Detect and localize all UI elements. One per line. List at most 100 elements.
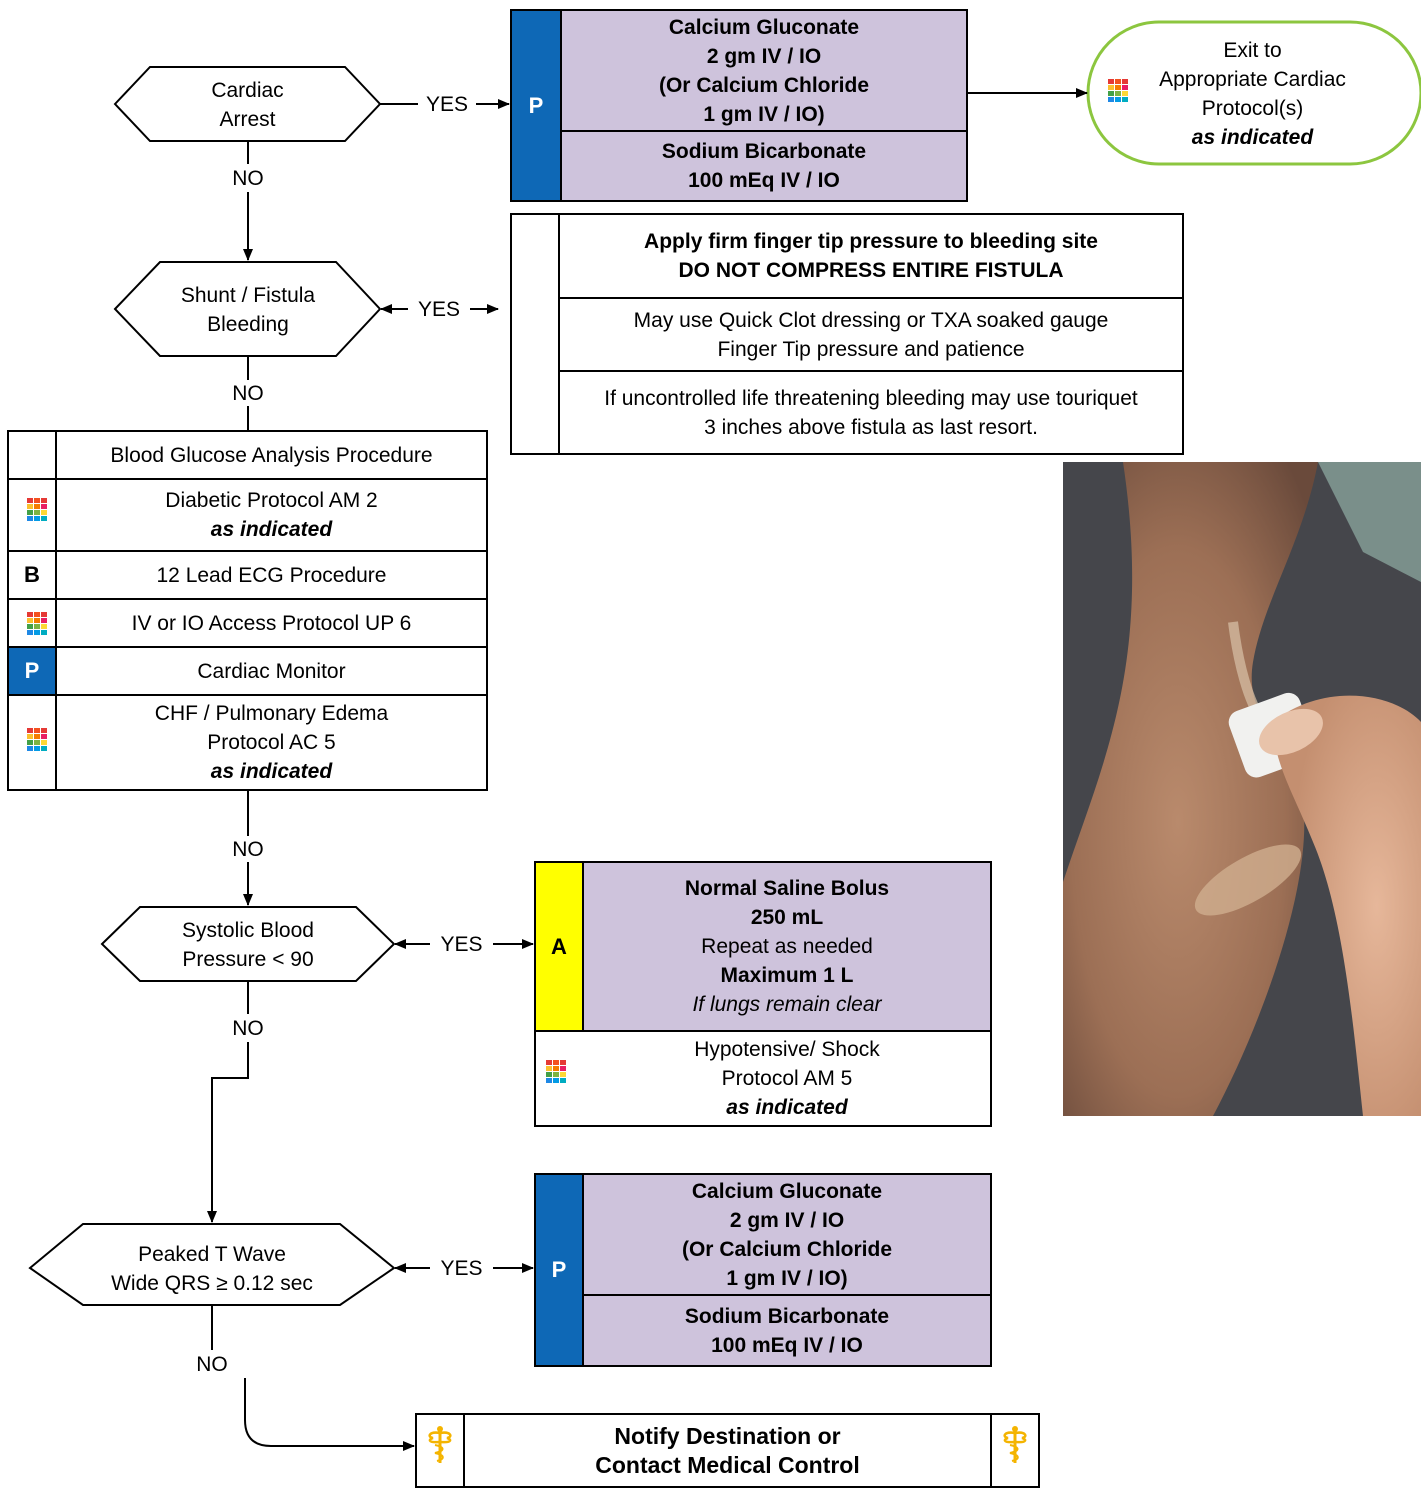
saline-treatment-box: A Normal Saline Bolus 250 mL Repeat as n…	[534, 861, 992, 1127]
instruction-line: Finger Tip pressure and patience	[717, 337, 1025, 361]
assessment-table: Blood Glucose Analysis Procedure Diabeti…	[7, 430, 488, 791]
row-text: Diabetic Protocol AM 2	[165, 489, 378, 512]
instruction-line: If uncontrolled life threatening bleedin…	[604, 386, 1138, 410]
instruction-line: DO NOT COMPRESS ENTIRE FISTULA	[678, 259, 1064, 282]
exit-cardiac-protocol[interactable]: Exit to Appropriate Cardiac Protocol(s) …	[1140, 36, 1365, 152]
table-row[interactable]: Blood Glucose Analysis Procedure	[57, 432, 486, 478]
hypo-line: Hypotensive/ Shock	[694, 1038, 880, 1061]
decision-text: Bleeding	[207, 313, 289, 336]
no-label: NO	[232, 1017, 264, 1040]
notify-text: Notify Destination or Contact Medical Co…	[465, 1415, 990, 1486]
drug-line: 100 mEq IV / IO	[688, 169, 840, 192]
peaked-t-decision: Peaked T Wave Wide QRS ≥ 0.12 sec	[70, 1240, 354, 1298]
saline-line: 250 mL	[750, 906, 824, 929]
saline-line: If lungs remain clear	[692, 993, 882, 1016]
no-label: NO	[232, 382, 264, 405]
protocol-grid-icon	[546, 1060, 566, 1083]
saline-line: Normal Saline Bolus	[684, 877, 890, 900]
decision-text: Systolic Blood	[182, 919, 314, 942]
shunt-bleeding-decision: Shunt / Fistula Bleeding	[150, 281, 346, 339]
saline-line: Maximum 1 L	[720, 964, 854, 987]
decision-text: Wide QRS ≥ 0.12 sec	[111, 1272, 313, 1295]
row-text: IV or IO Access Protocol UP 6	[131, 611, 412, 635]
caduceus-icon	[428, 1426, 452, 1463]
saline-bolus-cell: Normal Saline Bolus 250 mL Repeat as nee…	[584, 863, 990, 1030]
instruction-line: May use Quick Clot dressing or TXA soake…	[633, 308, 1109, 332]
table-row[interactable]: 12 Lead ECG Procedure	[57, 552, 486, 598]
table-row[interactable]: IV or IO Access Protocol UP 6	[57, 600, 486, 646]
row-emphasis: as indicated	[210, 760, 333, 783]
notify-line: Contact Medical Control	[595, 1451, 860, 1478]
cardiac-arrest-decision: Cardiac Arrest	[150, 76, 345, 134]
drug-line: (Or Calcium Chloride	[658, 73, 870, 97]
drug-line: Calcium Gluconate	[668, 15, 860, 39]
calcium-gluconate-cell: Calcium Gluconate 2 gm IV / IO (Or Calci…	[562, 11, 966, 130]
calcium-treatment-box-hyperkalemia: P Calcium Gluconate 2 gm IV / IO (Or Cal…	[534, 1173, 992, 1367]
decision-text: Arrest	[219, 108, 276, 131]
yes-label: YES	[425, 93, 469, 116]
exit-line: Protocol(s)	[1201, 97, 1304, 120]
systolic-bp-decision: Systolic Blood Pressure < 90	[140, 916, 356, 974]
row-emphasis: as indicated	[210, 518, 333, 541]
saline-line: Repeat as needed	[701, 935, 873, 958]
drug-line: 1 gm IV / IO)	[703, 102, 825, 126]
protocol-grid-icon	[27, 498, 47, 521]
protocol-grid-icon	[27, 728, 47, 751]
tourniquet-instruction-cell: If uncontrolled life threatening bleedin…	[560, 372, 1182, 453]
exit-cardiac-terminator-shape	[1086, 20, 1421, 166]
yes-label: YES	[417, 298, 461, 321]
no-label: NO	[196, 1353, 228, 1376]
drug-line: 2 gm IV / IO	[706, 44, 822, 68]
no-label: NO	[232, 838, 264, 861]
paramedic-badge: P	[512, 11, 560, 200]
row-text: 12 Lead ECG Procedure	[156, 563, 387, 587]
table-row[interactable]: Cardiac Monitor	[57, 648, 486, 694]
sodium-bicarbonate-cell: Sodium Bicarbonate 100 mEq IV / IO	[584, 1296, 990, 1365]
hypo-emphasis: as indicated	[726, 1096, 848, 1119]
basic-badge: B	[24, 562, 40, 587]
drug-line: 100 mEq IV / IO	[711, 1333, 863, 1357]
drug-line: (Or Calcium Chloride	[681, 1237, 893, 1261]
exit-line: Exit to	[1223, 39, 1282, 62]
decision-text: Pressure < 90	[182, 948, 314, 971]
instruction-line: 3 inches above fistula as last resort.	[704, 415, 1038, 439]
yes-label: YES	[440, 933, 483, 956]
bleeding-management-box: Apply firm finger tip pressure to bleedi…	[510, 213, 1184, 455]
dressing-instruction-cell: May use Quick Clot dressing or TXA soake…	[560, 299, 1182, 370]
drug-line: Sodium Bicarbonate	[661, 140, 867, 163]
protocol-grid-icon	[1108, 79, 1128, 102]
decision-text: Peaked T Wave	[138, 1243, 286, 1266]
instruction-line: Apply firm finger tip pressure to bleedi…	[644, 230, 1098, 253]
hypo-line: Protocol AM 5	[721, 1067, 853, 1090]
drug-line: 1 gm IV / IO)	[726, 1266, 848, 1290]
row-text: CHF / Pulmonary Edema	[154, 702, 389, 725]
sodium-bicarbonate-cell: Sodium Bicarbonate 100 mEq IV / IO	[562, 132, 966, 200]
decision-text: Cardiac	[211, 79, 284, 102]
caduceus-icon	[1003, 1426, 1027, 1463]
exit-emphasis: as indicated	[1191, 126, 1314, 149]
advanced-badge: A	[536, 863, 582, 1030]
calcium-treatment-box: P Calcium Gluconate 2 gm IV / IO (Or Cal…	[510, 9, 968, 202]
exit-line: Appropriate Cardiac	[1159, 68, 1346, 91]
drug-line: Calcium Gluconate	[691, 1179, 883, 1203]
calcium-gluconate-cell: Calcium Gluconate 2 gm IV / IO (Or Calci…	[584, 1175, 990, 1294]
arm-image	[1063, 462, 1421, 1116]
decision-text: Shunt / Fistula	[180, 284, 316, 307]
hypotensive-protocol-cell[interactable]: Hypotensive/ Shock Protocol AM 5 as indi…	[584, 1032, 990, 1125]
row-text: Cardiac Monitor	[197, 659, 346, 683]
drug-line: 2 gm IV / IO	[729, 1208, 845, 1232]
drug-line: Sodium Bicarbonate	[684, 1304, 890, 1328]
no-label: NO	[232, 167, 264, 190]
table-row[interactable]: CHF / Pulmonary Edema Protocol AC 5 as i…	[57, 696, 486, 789]
yes-label: YES	[440, 1257, 483, 1280]
pressure-instruction-cell: Apply firm finger tip pressure to bleedi…	[560, 215, 1182, 297]
notify-medical-control-box: Notify Destination or Contact Medical Co…	[415, 1413, 1040, 1488]
fistula-pressure-photo	[1063, 462, 1421, 1116]
table-row[interactable]: Diabetic Protocol AM 2 as indicated	[57, 480, 486, 550]
row-text: Protocol AC 5	[207, 731, 336, 754]
notify-line: Notify Destination or	[614, 1422, 841, 1449]
row-text: Blood Glucose Analysis Procedure	[110, 443, 433, 467]
protocol-grid-icon	[27, 612, 47, 635]
paramedic-badge: P	[536, 1175, 582, 1365]
